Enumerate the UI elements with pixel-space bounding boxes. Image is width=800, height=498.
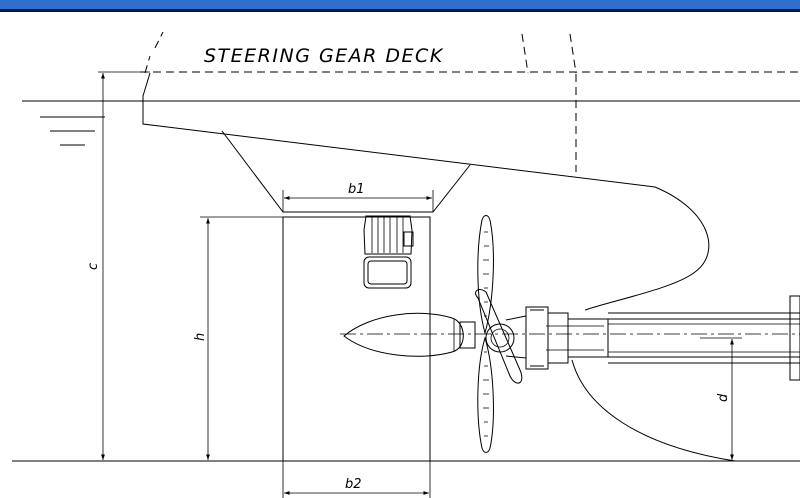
deck-label: STEERING GEAR DECK	[204, 45, 444, 67]
dimension-c: c	[86, 73, 105, 460]
dimension-d: d	[700, 337, 742, 460]
dimension-b1: b1	[282, 182, 434, 212]
b2-label: b2	[345, 477, 362, 492]
steering-gear-deck: STEERING GEAR DECK	[140, 31, 800, 74]
nose-cone	[343, 312, 464, 357]
shaft-assembly	[505, 295, 800, 381]
propeller	[459, 215, 523, 453]
reference-lines	[12, 71, 800, 462]
hull-profile	[142, 72, 710, 311]
junction-box	[363, 256, 412, 289]
dimension-h: h	[193, 218, 210, 460]
skeg-contour	[571, 359, 736, 462]
c-label: c	[86, 263, 101, 270]
mounting-trunk	[221, 130, 471, 213]
h-label: h	[193, 333, 208, 341]
d-label: d	[716, 393, 731, 402]
clearance-box	[200, 216, 431, 462]
b1-label: b1	[348, 182, 365, 197]
window-header-bar	[0, 0, 800, 12]
dimension-b2: b2	[282, 461, 431, 498]
motor-unit	[363, 215, 414, 255]
waterline-symbol	[40, 116, 105, 146]
